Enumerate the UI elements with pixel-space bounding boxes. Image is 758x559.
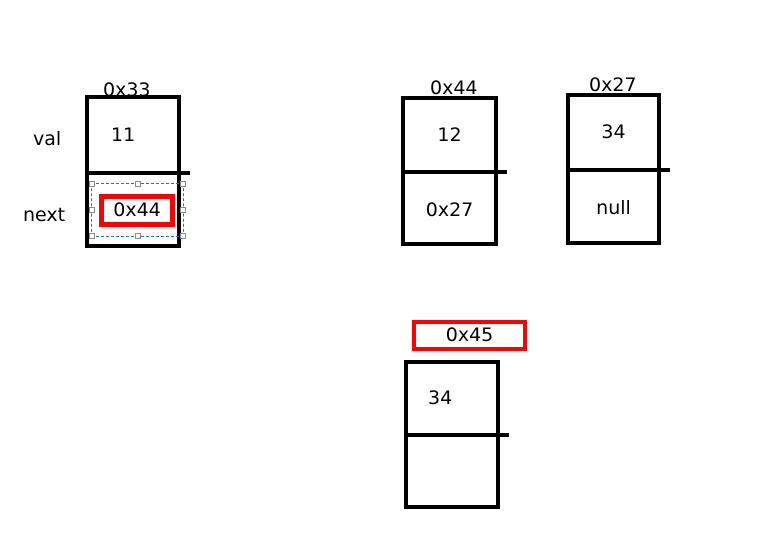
selection-frame[interactable] <box>89 181 186 239</box>
node-0x27-divider <box>570 168 670 172</box>
selection-handle-s-icon[interactable] <box>134 233 141 239</box>
node-0x33-val-text: 11 <box>111 123 136 146</box>
row-label-next: next <box>23 204 66 226</box>
node-0x44-divider <box>405 170 507 174</box>
address-label-node-0x45-text: 0x45 <box>445 324 494 346</box>
node-0x45-val-cell: 34 <box>408 364 496 433</box>
next-pointer-textbox-0x44[interactable]: 0x44 <box>99 194 175 227</box>
node-0x44-val-cell: 12 <box>405 100 494 170</box>
node-0x27-val-text: 34 <box>601 121 626 143</box>
node-0x45-val-text: 34 <box>428 387 453 409</box>
address-label-node-0x45[interactable]: 0x45 <box>412 320 527 351</box>
address-label-node-0x27: 0x27 <box>589 74 637 96</box>
selection-handle-w-icon[interactable] <box>89 207 95 213</box>
selection-handle-se-icon[interactable] <box>180 233 186 239</box>
node-0x45[interactable]: 34 <box>404 360 509 509</box>
address-label-node-0x33: 0x33 <box>103 79 151 101</box>
node-0x33-divider <box>89 171 190 175</box>
node-0x27-val-cell: 34 <box>570 97 657 168</box>
selection-handle-e-icon[interactable] <box>180 207 186 213</box>
node-0x44[interactable]: 12 0x27 <box>401 96 507 246</box>
node-0x27[interactable]: 34 null <box>566 93 670 245</box>
node-0x44-next-text: 0x27 <box>425 198 474 221</box>
selection-handle-ne-icon[interactable] <box>180 181 186 187</box>
node-0x45-next-cell <box>408 437 496 509</box>
selection-handle-n-icon[interactable] <box>134 181 141 187</box>
address-label-node-0x44: 0x44 <box>430 77 478 99</box>
node-0x33-val-cell: 11 <box>89 99 177 171</box>
selection-handle-sw-icon[interactable] <box>89 233 95 239</box>
node-0x27-next-cell: null <box>570 172 657 245</box>
node-0x44-val-text: 12 <box>437 123 462 146</box>
node-0x27-next-text: null <box>596 197 631 219</box>
selection-handle-nw-icon[interactable] <box>89 181 95 187</box>
next-pointer-textbox-0x44-text: 0x44 <box>113 199 161 221</box>
row-label-val: val <box>33 128 62 150</box>
node-0x44-next-cell: 0x27 <box>405 174 494 246</box>
node-0x45-divider <box>408 433 509 437</box>
